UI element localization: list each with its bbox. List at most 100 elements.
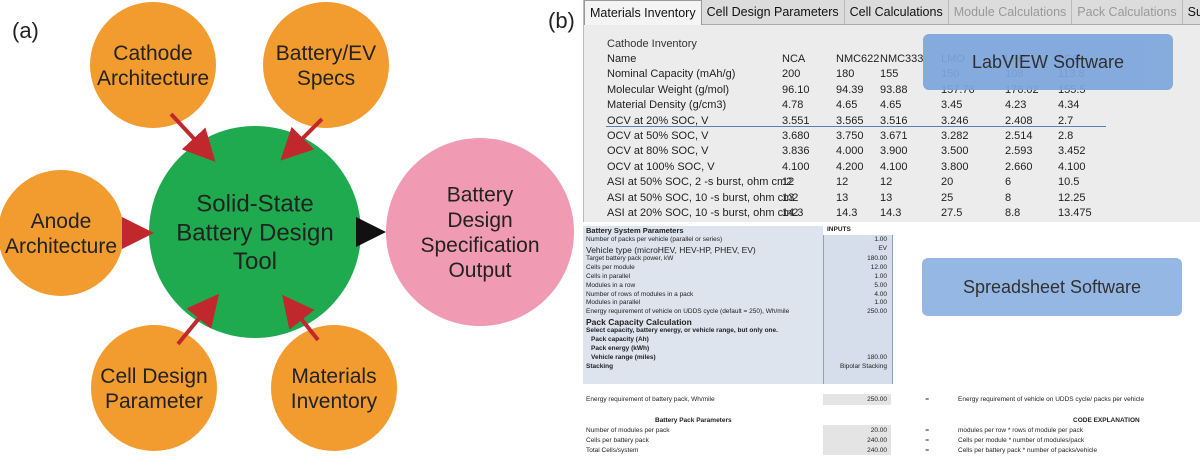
table-cell[interactable]: NMC333 <box>880 53 924 65</box>
parameter-input[interactable]: 4.00 <box>874 290 887 298</box>
table-cell[interactable]: 4.65 <box>880 99 902 112</box>
pack-row-value[interactable]: 20.00 <box>870 427 887 434</box>
table-cell[interactable]: 8 <box>1005 191 1012 204</box>
output-node <box>386 138 574 326</box>
pack-row-explanation: Cells per battery pack * number of packs… <box>958 447 1098 454</box>
table-cell[interactable]: 4.000 <box>836 145 864 158</box>
label-line: Architecture <box>97 67 209 90</box>
table-cell[interactable]: 2.408 <box>1005 114 1033 127</box>
table-cell[interactable]: 12 <box>880 176 893 189</box>
table-cell[interactable]: 6 <box>1005 176 1012 189</box>
parameter-input[interactable]: 12.00 <box>870 263 887 271</box>
table-cell[interactable]: 13 <box>880 191 893 204</box>
parameter-input[interactable]: 180.00 <box>867 353 887 361</box>
cell-design-node <box>91 325 217 451</box>
table-cell[interactable]: 13 <box>782 191 795 204</box>
tab-cell-calculations[interactable]: Cell Calculations <box>845 0 949 24</box>
battery-specs-node <box>263 2 389 128</box>
table-cell[interactable]: 12 <box>782 176 795 189</box>
row-label: Material Density (g/cm3) <box>607 99 727 112</box>
tab-summary[interactable]: Summ <box>1187 5 1200 19</box>
table-cell[interactable]: 3.565 <box>836 114 864 127</box>
parameter-label: Vehicle type (microHEV, HEV-HP, PHEV, EV… <box>586 244 756 255</box>
table-cell[interactable]: NCA <box>782 53 806 65</box>
table-cell[interactable]: 3.45 <box>941 99 963 112</box>
table-cell[interactable]: 3.246 <box>941 114 969 127</box>
table-cell[interactable]: 3.282 <box>941 129 969 142</box>
table-cell[interactable]: 12.25 <box>1058 191 1086 204</box>
table-cell[interactable]: 96.10 <box>782 83 810 96</box>
parameter-label: Cells in parallel <box>586 272 631 280</box>
value-cell <box>823 435 891 445</box>
table-cell[interactable]: 3.750 <box>836 129 864 142</box>
table-cell[interactable]: 93.88 <box>880 83 908 96</box>
table-cell[interactable]: 27.5 <box>941 206 963 219</box>
tab-module-calculations[interactable]: Module Calculations <box>949 0 1073 24</box>
table-cell[interactable]: 10.5 <box>1058 176 1080 189</box>
parameter-input[interactable]: 1.00 <box>874 272 887 280</box>
table-cell[interactable]: 4.100 <box>880 160 908 173</box>
tab-pack-calculations[interactable]: Pack Calculations <box>1072 0 1183 24</box>
parameter-input[interactable]: Bipolar Stacking <box>840 362 887 370</box>
spreadsheet-badge: Spreadsheet Software <box>922 258 1182 316</box>
table-cell[interactable]: 3.680 <box>782 129 810 142</box>
parameter-input[interactable]: EV <box>878 244 887 252</box>
table-cell[interactable]: 3.452 <box>1058 145 1086 158</box>
tab-cell-design-parameters[interactable]: Cell Design Parameters <box>702 0 845 24</box>
table-cell[interactable]: 4.34 <box>1058 99 1080 112</box>
table-cell[interactable]: 25 <box>941 191 954 204</box>
pack-row-value[interactable]: 240.00 <box>867 447 887 454</box>
table-cell[interactable]: 3.836 <box>782 145 810 158</box>
parameter-input[interactable]: 1.00 <box>874 299 887 307</box>
parameter-input[interactable]: 1.00 <box>874 236 887 243</box>
table-cell[interactable]: 2.7 <box>1058 114 1074 127</box>
tab-materials-inventory[interactable]: Materials Inventory <box>584 0 702 25</box>
table-cell[interactable]: 2.593 <box>1005 145 1033 158</box>
table-cell[interactable]: 3.900 <box>880 145 908 158</box>
table-cell[interactable]: 3.671 <box>880 129 908 142</box>
table-cell[interactable]: 3.551 <box>782 114 810 127</box>
value-cell <box>823 425 891 435</box>
labview-window: Materials Inventory Cell Design Paramete… <box>583 0 1200 222</box>
table-cell[interactable]: 2.8 <box>1058 129 1074 142</box>
parameter-input[interactable]: 5.00 <box>874 281 887 289</box>
table-cell[interactable]: 2.660 <box>1005 160 1033 173</box>
table-cell[interactable]: 2.514 <box>1005 129 1033 142</box>
table-cell[interactable]: 14.3 <box>836 206 858 219</box>
table-cell[interactable]: 8.8 <box>1005 206 1021 219</box>
table-cell[interactable]: 200 <box>782 68 801 81</box>
energy-row-value[interactable]: 250.00 <box>867 396 887 403</box>
table-cell[interactable]: 4.23 <box>1005 99 1027 112</box>
table-cell[interactable]: 4.65 <box>836 99 858 112</box>
pack-row-value[interactable]: 240.00 <box>867 437 887 444</box>
table-cell[interactable]: 3.516 <box>880 114 908 127</box>
table-cell[interactable]: 94.39 <box>836 83 864 96</box>
table-cell[interactable]: 14.3 <box>782 206 804 219</box>
parameter-input[interactable]: 250.00 <box>867 308 887 316</box>
parameter-label: Pack Capacity Calculation <box>586 317 692 328</box>
cathode-node <box>90 2 216 128</box>
label-line: Specification <box>420 234 539 257</box>
label-line: Battery/EV <box>276 42 376 65</box>
table-cell[interactable]: 12 <box>836 176 849 189</box>
table-cell[interactable]: 3.800 <box>941 160 969 173</box>
table-cell[interactable]: 4.100 <box>782 160 810 173</box>
table-cell[interactable]: 13.475 <box>1058 206 1092 219</box>
table-cell[interactable]: 4.200 <box>836 160 864 173</box>
table-cell[interactable]: 155 <box>880 68 899 81</box>
table-cell[interactable]: 14.3 <box>880 206 902 219</box>
parameter-input[interactable]: 180.00 <box>867 254 887 262</box>
table-cell[interactable]: 20 <box>941 176 954 189</box>
table-cell[interactable]: NMC622 <box>836 53 880 65</box>
table-cell[interactable]: 4.78 <box>782 99 804 112</box>
parameter-label: Vehicle range (miles) <box>591 353 656 361</box>
table-cell[interactable]: 13 <box>836 191 849 204</box>
label-line: Architecture <box>5 235 117 258</box>
table-cell[interactable]: 4.100 <box>1058 160 1086 173</box>
battery-system-header: Battery System Parameters <box>586 226 684 235</box>
table-cell[interactable]: 3.500 <box>941 145 969 158</box>
table-cell[interactable]: 180 <box>836 68 855 81</box>
